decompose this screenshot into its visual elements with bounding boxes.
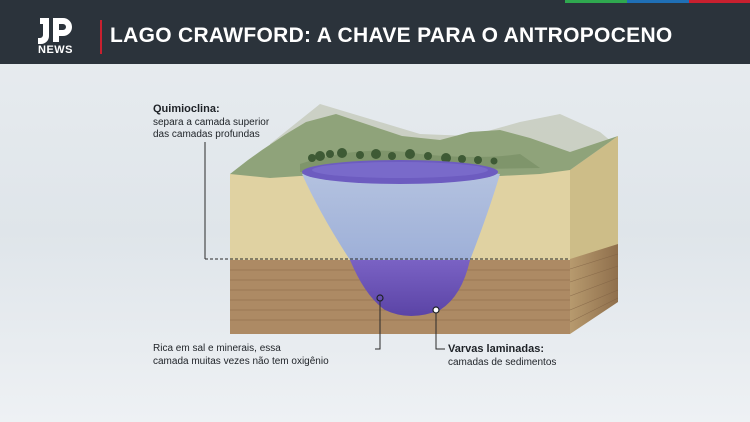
color-stripe-blue: [627, 0, 689, 3]
deep-water-leader: [375, 301, 381, 350]
header-divider: [100, 20, 102, 54]
varves-label: Varvas laminadas: camadas de sedimentos: [448, 343, 556, 369]
deep-water-desc-line2: camada muitas vezes não tem oxigênio: [153, 355, 329, 367]
varves-title: Varvas laminadas:: [448, 343, 545, 355]
block-side-lower: [570, 244, 618, 334]
varves-subtitle: camadas de sedimentos: [448, 356, 557, 368]
page-title: LAGO CRAWFORD: A CHAVE PARA O ANTROPOCEN…: [110, 24, 673, 47]
varves-leader: [435, 313, 445, 350]
lake-cross-section-diagram: [204, 104, 619, 350]
lake-upper-water: [302, 167, 500, 260]
block-side-upper: [570, 136, 618, 274]
chemocline-desc-line2: das camadas profundas: [153, 129, 260, 140]
chemocline-label: Quimioclina: separa a camada superior da…: [153, 103, 269, 142]
color-stripe-green: [565, 0, 627, 3]
brand-name: NEWS: [38, 44, 73, 56]
header-bar: NEWS LAGO CRAWFORD: A CHAVE PARA O ANTRO…: [0, 0, 750, 64]
deep-water-label: Rica em sal e minerais, essa camada muit…: [153, 343, 329, 368]
chemocline-desc-line1: separa a camada superior: [153, 116, 270, 128]
chemocline-title: Quimioclina:: [153, 103, 220, 115]
tree-line: [308, 148, 498, 165]
varves-marker: [432, 306, 440, 314]
color-stripe-red: [689, 0, 750, 3]
deep-water-desc-line1: Rica em sal e minerais, essa: [153, 343, 281, 354]
jp-logo-icon: [38, 18, 72, 44]
